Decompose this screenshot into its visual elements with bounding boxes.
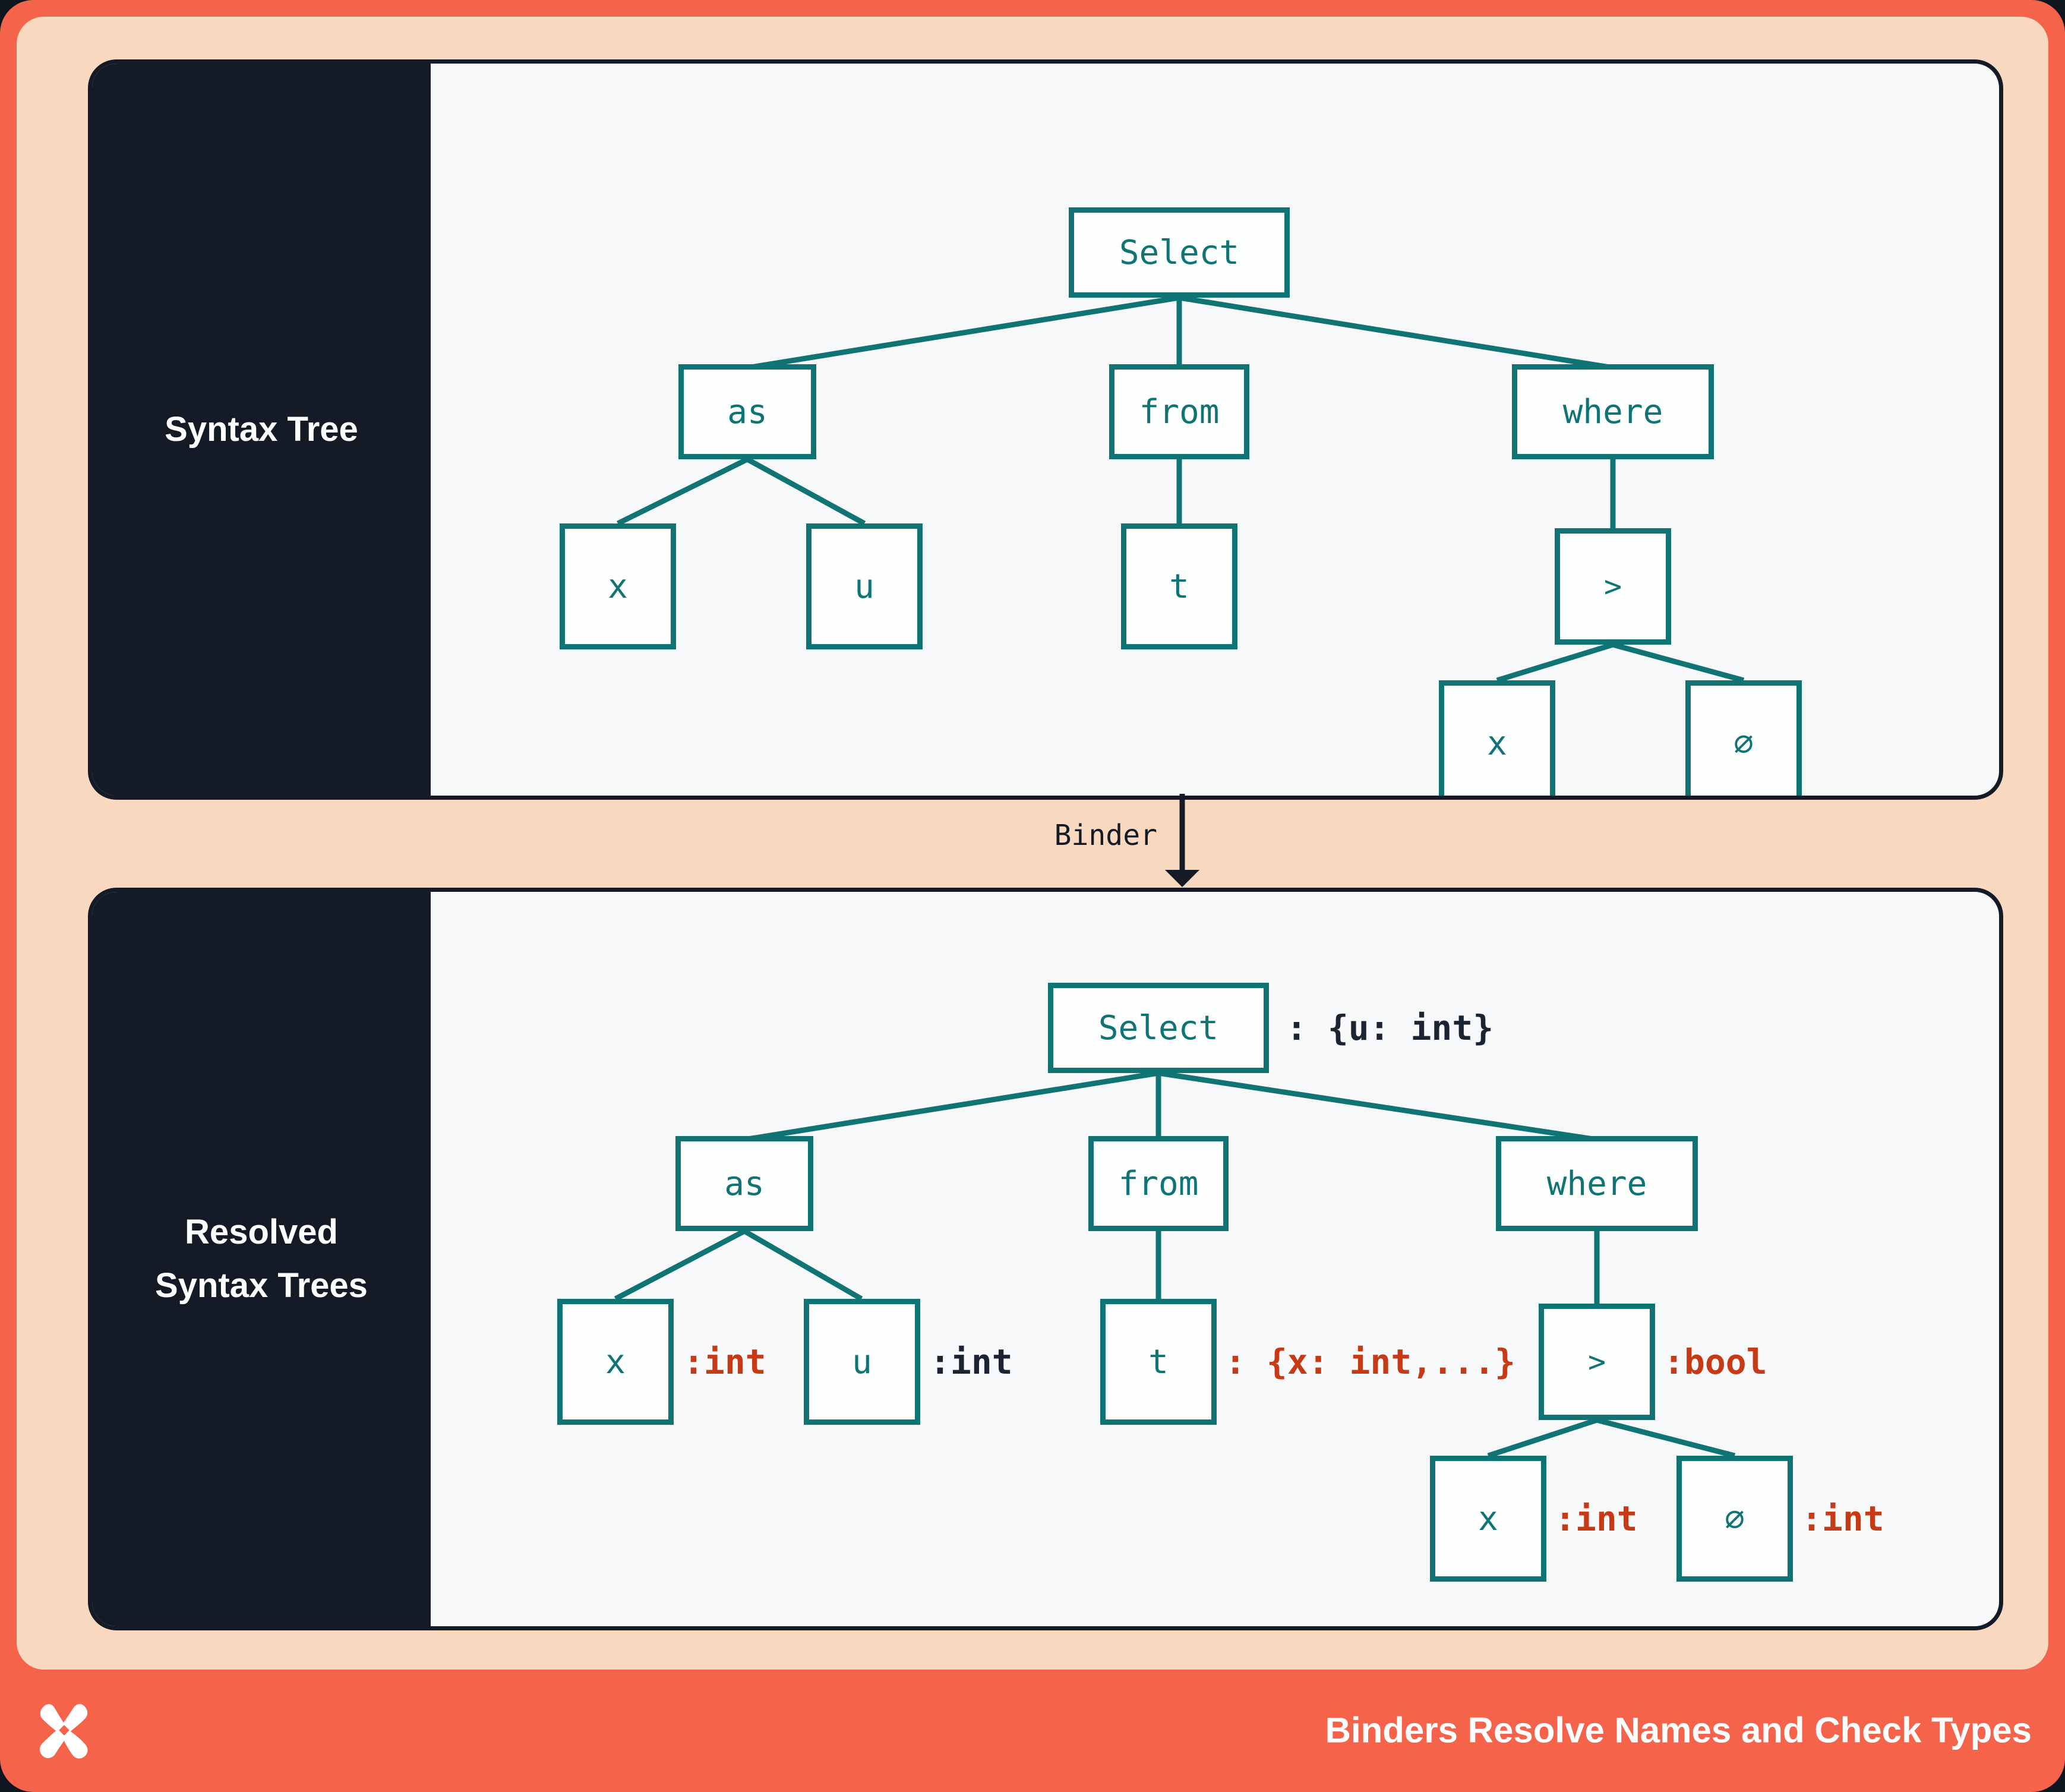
node-u: u — [806, 523, 923, 649]
node-select-label: Select — [1119, 233, 1240, 272]
node-from: from — [1109, 364, 1249, 459]
tree-edge — [1612, 642, 1745, 683]
node-as-resolved-label: as — [724, 1164, 765, 1203]
tree-edge — [744, 1070, 1159, 1143]
node-greater-than-label: > — [1603, 569, 1622, 604]
tree-edge — [617, 456, 749, 526]
tree-edge — [747, 295, 1180, 371]
tree-edge — [743, 1229, 863, 1301]
resolved-syntax-trees-panel: Select : {u: int} as from where x :int u… — [88, 888, 2003, 1630]
node-greater-than-resolved-label: > — [1587, 1345, 1606, 1379]
node-from-label: from — [1139, 392, 1220, 431]
node-t: t — [1121, 523, 1237, 649]
node-from-resolved: from — [1088, 1136, 1229, 1231]
zero-type-annotation: :int — [1801, 1498, 1884, 1539]
tree-edge — [614, 1229, 746, 1301]
resolved-syntax-trees-sidebar: Resolved Syntax Trees — [92, 892, 431, 1626]
node-t-resolved: t — [1100, 1299, 1217, 1425]
node-u-resolved: u — [804, 1299, 920, 1425]
node-t-label: t — [1169, 567, 1189, 606]
binder-down-arrow-icon — [1165, 794, 1199, 887]
select-type-annotation: : {u: int} — [1286, 1008, 1494, 1048]
node-x-literal-label: x — [1487, 724, 1507, 763]
node-where-resolved: where — [1496, 1136, 1698, 1231]
node-zero-label: ∅ — [1734, 724, 1754, 763]
node-zero: ∅ — [1685, 680, 1802, 796]
node-where-resolved-label: where — [1546, 1164, 1647, 1203]
syntax-tree-panel: Select as from where x u t > x ∅ Syntax — [88, 59, 2003, 800]
node-u-resolved-label: u — [852, 1342, 872, 1381]
node-zero-resolved: ∅ — [1676, 1456, 1793, 1582]
tree-edge — [1596, 1417, 1736, 1459]
footer-title: Binders Resolve Names and Check Types — [1325, 1710, 2032, 1750]
tree-edge — [1496, 642, 1614, 683]
node-x-literal: x — [1439, 680, 1555, 796]
node-select-resolved-label: Select — [1098, 1008, 1219, 1048]
node-x-literal-resolved: x — [1430, 1456, 1546, 1582]
u-type-annotation: :int — [930, 1342, 1013, 1382]
node-t-resolved-label: t — [1148, 1342, 1169, 1381]
node-where: where — [1512, 364, 1714, 459]
t-type-annotation: : {x: int,...} — [1225, 1342, 1515, 1382]
x-type-annotation: :int — [683, 1342, 766, 1382]
node-x-literal-resolved-label: x — [1478, 1499, 1498, 1538]
tree-edge — [1179, 295, 1614, 371]
node-u-label: u — [854, 567, 874, 606]
x-pinwheel-logo-icon — [39, 1704, 88, 1759]
tree-edge — [1158, 1070, 1597, 1143]
resolved-syntax-trees-title: Resolved Syntax Trees — [155, 1206, 368, 1313]
node-as-label: as — [727, 392, 768, 431]
tree-edge — [1487, 1417, 1598, 1459]
node-greater-than: > — [1555, 528, 1671, 645]
node-from-resolved-label: from — [1118, 1164, 1199, 1203]
node-greater-than-resolved: > — [1539, 1304, 1655, 1420]
binder-label: Binder — [1054, 819, 1157, 852]
node-as-resolved: as — [675, 1136, 813, 1231]
x-literal-type-annotation: :int — [1555, 1498, 1638, 1539]
tree-edge — [746, 457, 866, 526]
resolved-title-line1: Resolved — [185, 1213, 338, 1252]
greater-than-type-annotation: :bool — [1663, 1342, 1767, 1382]
node-x-label: x — [608, 567, 628, 606]
node-x-resolved-label: x — [605, 1342, 626, 1381]
syntax-tree-title: Syntax Tree — [165, 410, 358, 449]
syntax-tree-sidebar: Syntax Tree — [92, 64, 431, 796]
node-zero-resolved-label: ∅ — [1725, 1499, 1745, 1538]
node-x-resolved: x — [557, 1299, 674, 1425]
node-select-resolved: Select — [1048, 983, 1269, 1073]
node-where-label: where — [1562, 392, 1663, 431]
node-select: Select — [1069, 207, 1290, 298]
node-x: x — [560, 523, 676, 649]
resolved-title-line2: Syntax Trees — [155, 1266, 368, 1305]
node-as: as — [678, 364, 816, 459]
